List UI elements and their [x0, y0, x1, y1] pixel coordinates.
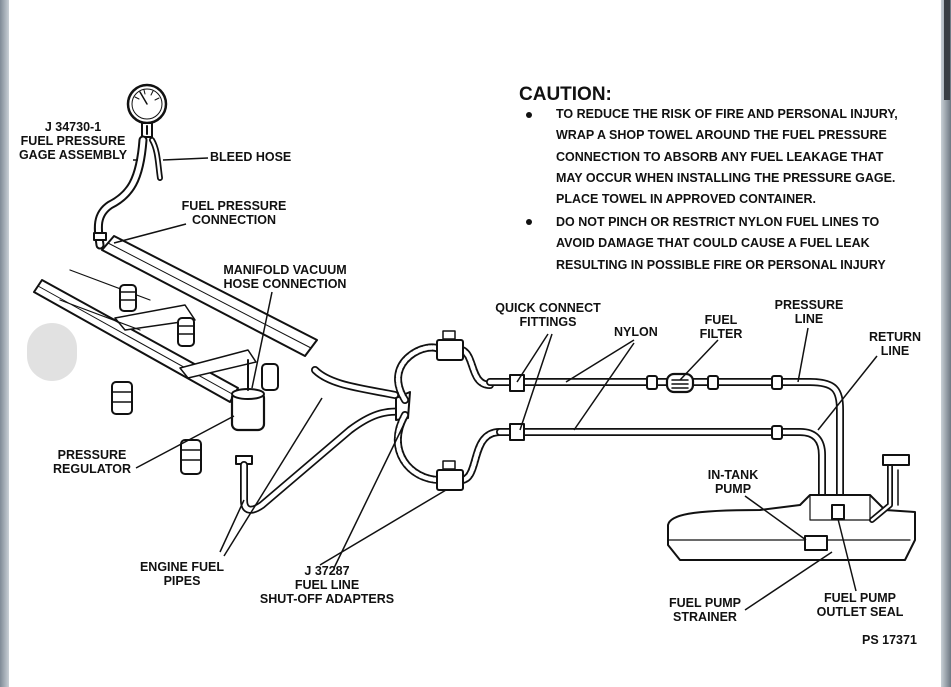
bullet-dot	[526, 219, 532, 225]
pressure-regulator-icon	[230, 359, 266, 465]
injector-icons	[111, 284, 279, 475]
scrollbar[interactable]	[941, 0, 951, 687]
caution-bullet-1: TO REDUCE THE RISK OF FIRE AND PERSONAL …	[556, 107, 898, 207]
fuel-tank-icon	[667, 494, 916, 561]
label-bleed-hose: BLEED HOSE	[210, 150, 292, 164]
window-frame-left	[0, 0, 9, 687]
bullet-dot	[526, 112, 532, 118]
scrollbar-thumb[interactable]	[944, 0, 950, 100]
caution-title: CAUTION:	[519, 84, 612, 105]
side-tab-handle[interactable]	[27, 323, 77, 381]
caution-bullet-2: DO NOT PINCH OR RESTRICT NYLON FUEL LINE…	[556, 215, 886, 272]
figure-number: PS 17371	[862, 633, 917, 647]
label-nylon: NYLON	[614, 325, 658, 339]
fuel-filter-icon	[665, 372, 695, 394]
pressure-gage-icon	[126, 83, 168, 138]
